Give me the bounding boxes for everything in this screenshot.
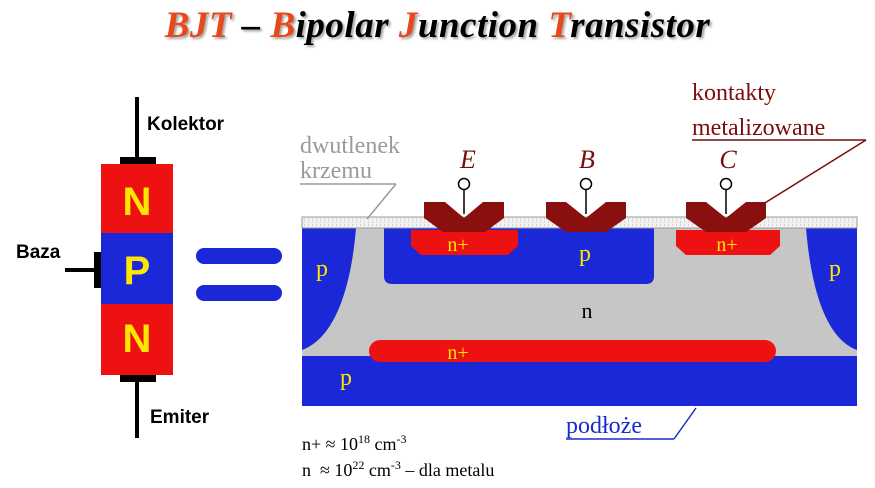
title-part: B — [270, 5, 296, 46]
collector-label: Kolektor — [147, 114, 225, 135]
substrate-label: podłoże — [566, 413, 642, 439]
emitter-contact — [120, 375, 156, 382]
equals-bar-top — [196, 248, 282, 264]
nplus-buried-label: n+ — [447, 342, 468, 364]
nplus-collector-label: n+ — [716, 234, 737, 256]
note-line-1: n+ ≈ 1018 cm-3 — [302, 432, 407, 454]
note2-tail: – dla metalu — [401, 460, 494, 480]
npn-symbol: N P N Kolektor Baza Emiter — [16, 97, 225, 438]
oxide-label-line1: dwutlenek — [300, 133, 400, 159]
title-part: T — [548, 5, 571, 46]
note1-prefix: n+ ≈ 10 — [302, 434, 358, 454]
equals-bar-bottom — [196, 285, 282, 301]
terminal-e-label: E — [459, 145, 476, 174]
contacts-label-line2: metalizowane — [692, 115, 825, 141]
note-line-2: n ≈ 1022 cm-3 – dla metalu — [302, 458, 494, 480]
emitter-metal-contact — [424, 202, 504, 232]
base-contact — [94, 252, 101, 288]
p-layer — [101, 233, 173, 304]
doping-notes: n+ ≈ 1018 cm-3 n ≈ 1022 cm-3 – dla metal… — [302, 432, 494, 480]
slide-title: BJT – Bipolar Junction Transistor — [0, 4, 875, 47]
terminal-b-label: B — [579, 145, 595, 174]
collector-metal-contact — [686, 202, 766, 232]
oxide-leader-line — [366, 183, 397, 220]
title-part: ipolar — [295, 5, 399, 46]
substrate-callout: podłoże — [566, 407, 697, 440]
p-base-label: p — [579, 241, 591, 267]
substrate-leader-line — [673, 407, 697, 440]
collector-terminal-icon — [719, 177, 733, 191]
note2-suffix: cm — [364, 460, 391, 480]
note1-suffix: cm — [370, 434, 397, 454]
title-part: BJT — [164, 5, 232, 46]
emitter-terminal-icon — [457, 177, 471, 191]
base-label: Baza — [16, 242, 61, 263]
title-part: unction — [417, 5, 549, 46]
oxide-label-line2: krzemu — [300, 158, 372, 184]
n-layer-label: N — [123, 180, 152, 224]
note1-exp: 18 — [358, 432, 370, 446]
note2-unit-exp: -3 — [391, 458, 401, 472]
p-left-label: p — [316, 256, 328, 282]
note2-prefix: n ≈ 10 — [302, 460, 352, 480]
n-region-label: n — [582, 298, 593, 323]
cross-section: E B C n+ p n+ p p n n+ p — [301, 145, 858, 406]
nplus-emitter-label: n+ — [447, 234, 468, 256]
n-plus-buried-layer — [369, 340, 776, 362]
title-part: ransistor — [570, 5, 711, 46]
collector-contact — [120, 157, 156, 164]
equals-sign — [196, 248, 282, 301]
contacts-label-line1: kontakty — [692, 80, 776, 106]
base-terminal-icon — [579, 177, 593, 191]
p-substrate-label: p — [340, 365, 352, 391]
note1-unit-exp: -3 — [397, 432, 407, 446]
note2-exp: 22 — [352, 458, 364, 472]
title-part: J — [398, 5, 418, 46]
base-metal-contact — [546, 202, 626, 232]
n-plus-emitter-region — [411, 230, 518, 255]
p-right-label: p — [829, 256, 841, 282]
contacts-callout: kontakty metalizowane — [692, 80, 867, 207]
emitter-label: Emiter — [150, 407, 210, 428]
n-plus-collector-region — [676, 230, 780, 255]
terminal-c-label: C — [719, 145, 737, 174]
p-layer-label: P — [124, 249, 151, 293]
oxide-callout: dwutlenek krzemu — [300, 133, 400, 220]
title-part: – — [231, 5, 271, 46]
n-layer-label: N — [123, 317, 152, 361]
contacts-leader-line — [759, 139, 867, 207]
